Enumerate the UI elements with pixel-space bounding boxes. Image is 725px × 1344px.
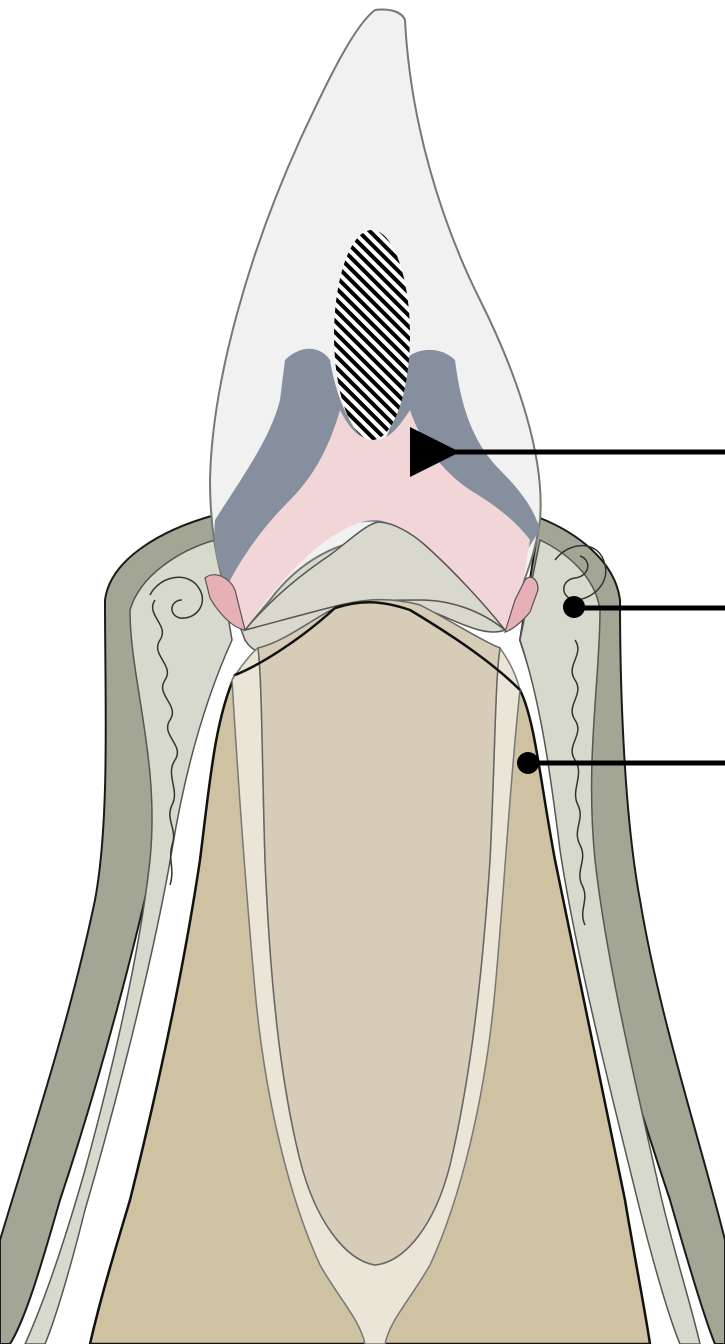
pointer-alveolar-bone-dot <box>517 752 539 774</box>
pointer-gingival-sulcus-dot <box>563 596 585 618</box>
hatched-lesion <box>334 230 410 440</box>
